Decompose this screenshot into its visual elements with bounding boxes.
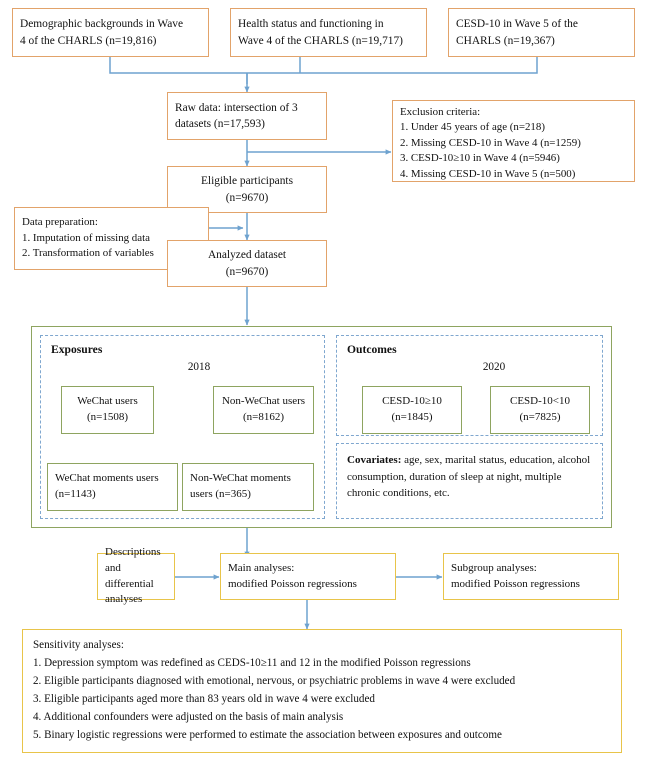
exposure-box-non-wechat-users: Non-WeChat users (n=8162) — [213, 386, 314, 434]
sensitivity-heading: Sensitivity analyses: — [33, 639, 124, 652]
analysis-box-descriptions: Descriptions and differential analyses — [97, 546, 175, 605]
wechat-moments-line1: WeChat moments users — [55, 472, 159, 485]
eligible-line2: (n=9670) — [225, 191, 269, 204]
wechat-moments-line2: (n=1143) — [55, 488, 96, 500]
outcomes-year-label: 2020 — [467, 361, 521, 373]
exclusion-item-4: 4. Missing CESD-10 in Wave 5 (n=500) — [400, 167, 576, 180]
exclusion-heading: Exclusion criteria: — [400, 106, 481, 118]
source-cesd-line2: CHARLS (n=19,367) — [456, 34, 555, 47]
non-wechat-moments-line1: Non-WeChat moments — [190, 472, 291, 485]
exposure-box-wechat-users: WeChat users (n=1508) — [61, 386, 154, 434]
eligible-participants-box: Eligible participants (n=9670) — [167, 166, 327, 213]
wechat-users-line1: WeChat users — [77, 395, 138, 408]
analyzed-dataset-box: Analyzed dataset (n=9670) — [167, 240, 327, 287]
source-box-demographics: Demographic backgrounds in Wave 4 of the… — [12, 8, 209, 57]
data-preparation-heading: Data preparation: — [22, 216, 98, 229]
raw-data-line1: Raw data: intersection of 3 — [175, 101, 298, 114]
eligible-line1: Eligible participants — [200, 175, 294, 188]
source-box-cesd10-wave5: CESD-10 in Wave 5 of the CHARLS (n=19,36… — [448, 8, 635, 57]
analysis-box-subgroup: Subgroup analyses: modified Poisson regr… — [443, 553, 619, 600]
data-preparation-item-1: 1. Imputation of missing data — [22, 231, 150, 244]
source-cesd-line1: CESD-10 in Wave 5 of the — [456, 18, 578, 31]
analyzed-line2: (n=9670) — [225, 265, 269, 278]
subgroup-analyses-line2: modified Poisson regressions — [451, 577, 580, 590]
covariates-label: Covariates: — [347, 454, 402, 466]
non-wechat-moments-line2: users (n=365) — [190, 488, 251, 500]
sensitivity-item-2: 2. Eligible participants diagnosed with … — [33, 675, 516, 688]
analyzed-line1: Analyzed dataset — [207, 249, 287, 262]
exposures-group-title: Exposures — [51, 343, 103, 356]
covariates-list: age, sex, marital status, education, alc… — [347, 454, 591, 499]
main-analyses-line1: Main analyses: — [228, 561, 295, 574]
subgroup-analyses-line1: Subgroup analyses: — [451, 561, 537, 574]
exclusion-item-3: 3. CESD-10≥10 in Wave 4 (n=5946) — [400, 152, 560, 165]
main-analyses-line2: modified Poisson regressions — [228, 577, 357, 590]
source-health-line1: Health status and functioning in — [238, 18, 384, 31]
source-demographics-line2: 4 of the CHARLS (n=19,816) — [20, 34, 157, 47]
non-wechat-users-line1: Non-WeChat users — [221, 395, 306, 408]
exclusion-criteria-box: Exclusion criteria: 1. Under 45 years of… — [392, 100, 635, 182]
source-demographics-line1: Demographic backgrounds in Wave — [20, 18, 184, 31]
outcome-box-cesd-ge10: CESD-10≥10 (n=1845) — [362, 386, 462, 434]
exposure-box-wechat-moments-users: WeChat moments users (n=1143) — [47, 463, 178, 511]
cesd-ge10-line1: CESD-10≥10 — [382, 395, 442, 408]
cesd-ge10-line2: (n=1845) — [391, 411, 433, 423]
raw-data-box: Raw data: intersection of 3 datasets (n=… — [167, 92, 327, 140]
non-wechat-users-line2: (n=8162) — [242, 411, 285, 423]
wechat-users-line2: (n=1508) — [86, 411, 129, 423]
sensitivity-item-1: 1. Depression symptom was redefined as C… — [33, 657, 471, 670]
descriptions-line1: Descriptions and — [105, 546, 161, 574]
sensitivity-item-4: 4. Additional confounders were adjusted … — [33, 710, 344, 723]
data-preparation-item-2: 2. Transformation of variables — [22, 247, 154, 260]
raw-data-line2: datasets (n=17,593) — [175, 118, 265, 130]
sensitivity-item-3: 3. Eligible participants aged more than … — [33, 693, 375, 705]
covariates-text-block: Covariates: age, sex, marital status, ed… — [347, 452, 595, 502]
outcome-box-cesd-lt10: CESD-10<10 (n=7825) — [490, 386, 590, 434]
exclusion-item-2: 2. Missing CESD-10 in Wave 4 (n=1259) — [400, 136, 581, 149]
cesd-lt10-line1: CESD-10<10 — [510, 395, 570, 408]
source-box-health-status: Health status and functioning in Wave 4 … — [230, 8, 427, 57]
analysis-box-main: Main analyses: modified Poisson regressi… — [220, 553, 396, 600]
source-health-line2: Wave 4 of the CHARLS (n=19,717) — [238, 34, 403, 47]
exposures-year-label: 2018 — [172, 361, 226, 373]
covariates-group — [336, 443, 603, 519]
cesd-lt10-line2: (n=7825) — [519, 411, 561, 423]
data-preparation-box: Data preparation: 1. Imputation of missi… — [14, 207, 209, 270]
exclusion-item-1: 1. Under 45 years of age (n=218) — [400, 121, 545, 134]
sensitivity-analyses-box: Sensitivity analyses: 1. Depression symp… — [22, 629, 622, 753]
sensitivity-item-5: 5. Binary logistic regressions were perf… — [33, 728, 502, 741]
descriptions-line2: differential analyses — [105, 577, 154, 606]
outcomes-group-title: Outcomes — [347, 343, 397, 356]
exposure-box-non-wechat-moments-users: Non-WeChat moments users (n=365) — [182, 463, 314, 511]
